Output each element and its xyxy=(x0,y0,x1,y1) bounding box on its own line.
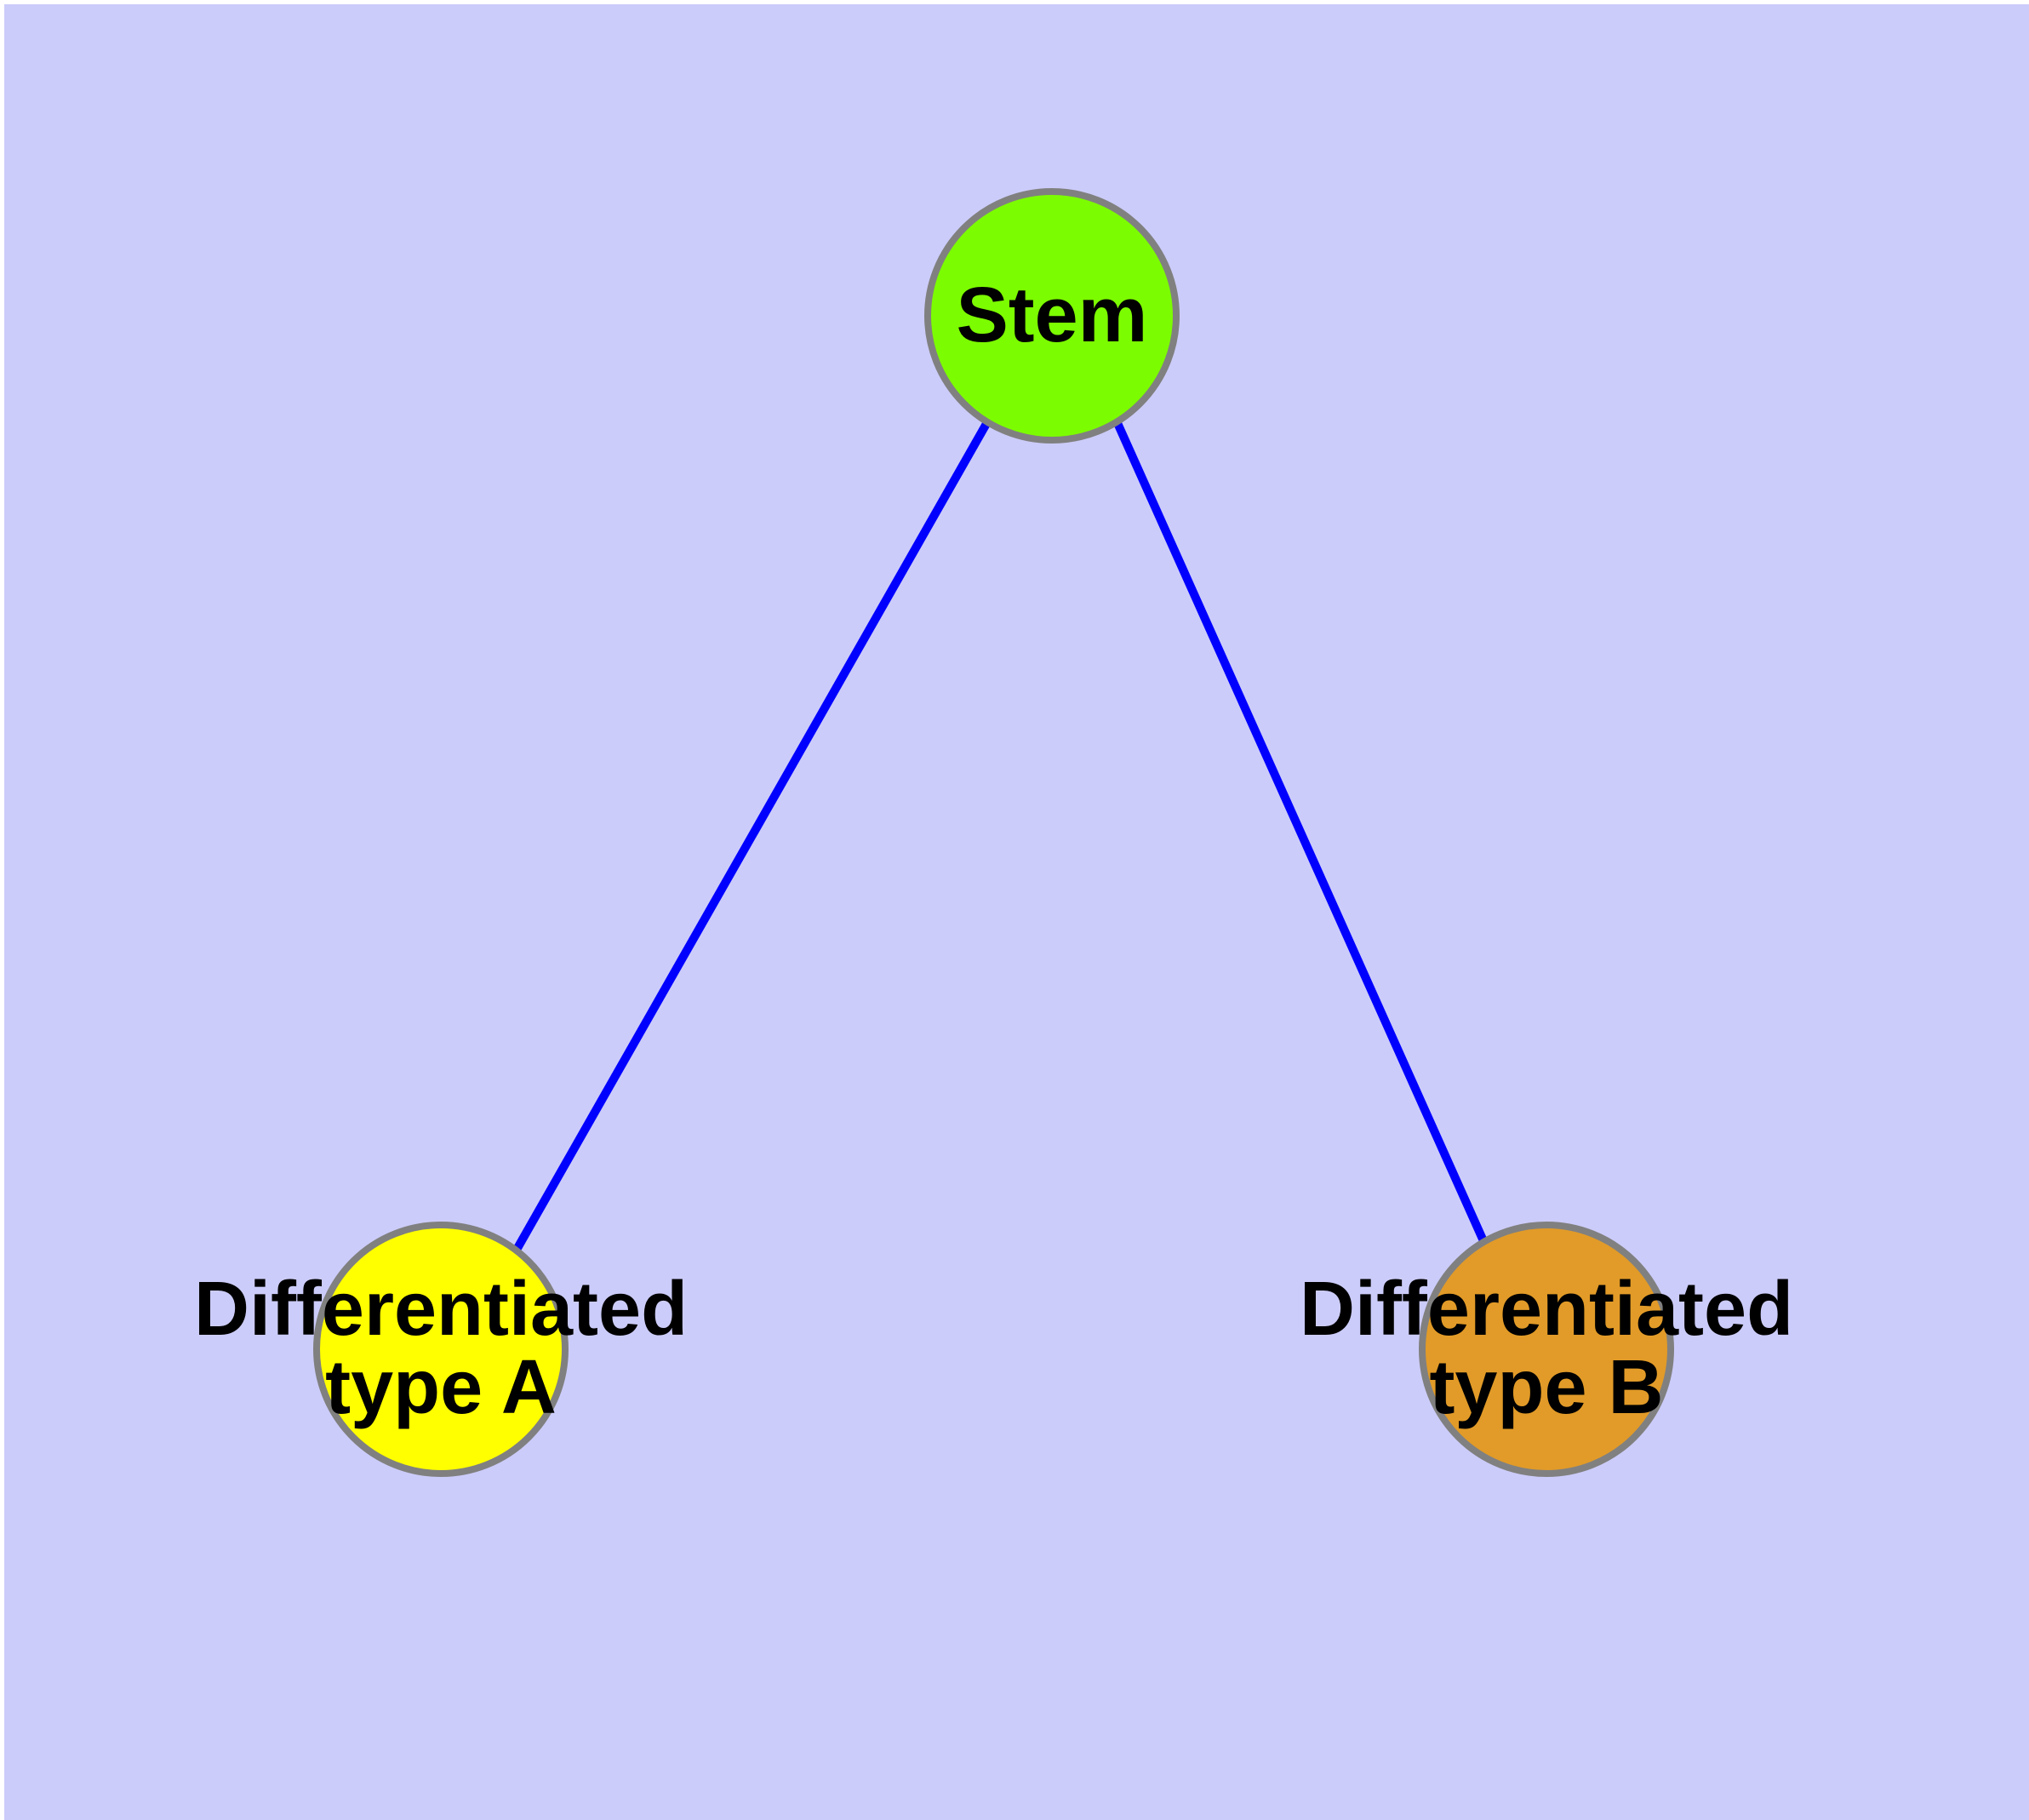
edge-layer xyxy=(512,420,1489,1252)
node-differentiated-type-a[interactable] xyxy=(313,1222,569,1477)
node-layer xyxy=(313,188,1674,1477)
edge-stem-to-differentiated-type-a xyxy=(512,420,992,1252)
node-differentiated-type-b[interactable] xyxy=(1419,1222,1674,1477)
edge-stem-to-differentiated-type-b xyxy=(1113,421,1489,1245)
node-stem[interactable] xyxy=(924,188,1180,444)
